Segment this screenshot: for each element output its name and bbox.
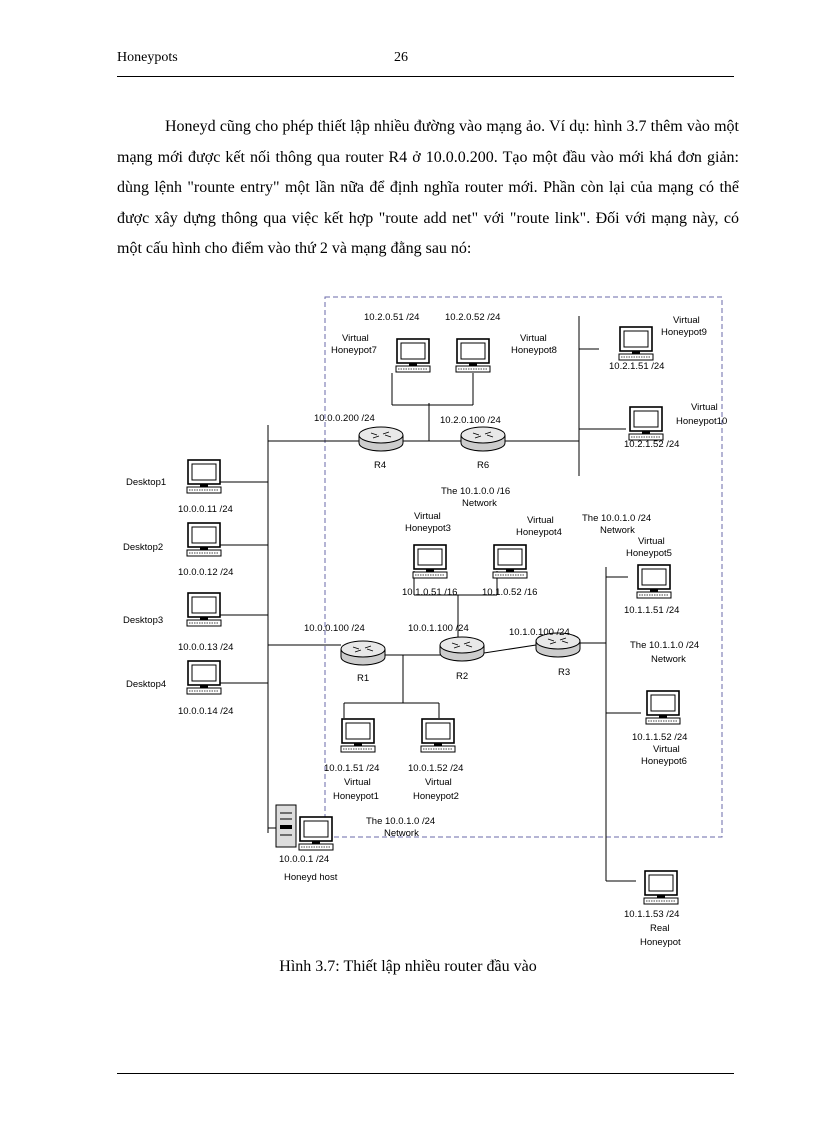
honeypot-ip-label: 10.1.1.53 /24 (624, 909, 679, 920)
router-name-label: R2 (456, 671, 468, 682)
network-label: Network (384, 828, 419, 839)
figure-caption: Hình 3.7: Thiết lập nhiều router đầu vào (279, 958, 537, 975)
computer-icon (186, 660, 222, 695)
network-label: The 10.1.1.0 /24 (630, 640, 699, 651)
computer-icon (340, 718, 376, 753)
desktop-ip-label: 10.0.0.11 /24 (178, 504, 233, 515)
router-name-label: R1 (357, 673, 369, 684)
network-diagram: 10.0.0.200 /24 R4 10.2.0.100 /24 R6 10.0… (116, 293, 740, 948)
honeypot-name-label: Virtual (527, 515, 554, 526)
page-number: 26 (394, 50, 408, 65)
honeypot-name-label: Virtual (653, 744, 680, 755)
honeypot-name-label: Honeypot8 (511, 345, 557, 356)
network-label: The 10.1.0.0 /16 (441, 486, 510, 497)
computer-icon (636, 564, 672, 599)
network-label: The 10.0.1.0 /24 (582, 513, 651, 524)
network-label: The 10.0.1.0 /24 (366, 816, 435, 827)
honeypot-name-label: Virtual (691, 402, 718, 413)
honeypot-name-label: Honeypot4 (516, 527, 562, 538)
honeypot-ip-label: 10.1.0.52 /16 (482, 587, 537, 598)
computer-icon (618, 326, 654, 361)
header-title: Honeypots (117, 50, 178, 65)
network-label: Network (462, 498, 497, 509)
router-r4-icon (358, 426, 404, 452)
desktop-ip-label: 10.0.0.13 /24 (178, 642, 233, 653)
honeypot-name-label: Honeypot7 (331, 345, 377, 356)
router-r2-icon (439, 636, 485, 662)
honeypot-name-label: Honeypot2 (413, 791, 459, 802)
network-label: Network (600, 525, 635, 536)
honeypot-ip-label: 10.2.0.52 /24 (445, 312, 500, 323)
honeypot-name-label: Honeypot (640, 937, 681, 948)
computer-icon (420, 718, 456, 753)
honeypot-name-label: Honeypot6 (641, 756, 687, 767)
honeypot-ip-label: 10.2.1.51 /24 (609, 361, 664, 372)
honeypot-ip-label: 10.0.1.51 /24 (324, 763, 379, 774)
desktop-ip-label: 10.0.0.14 /24 (178, 706, 233, 717)
honeypot-name-label: Virtual (520, 333, 547, 344)
computer-icon (186, 522, 222, 557)
honeypot-ip-label: 10.2.0.51 /24 (364, 312, 419, 323)
router-ip-label: 10.0.0.100 /24 (304, 623, 365, 634)
body-paragraph: Honeyd cũng cho phép thiết lập nhiều đườ… (117, 118, 739, 257)
host-name-label: Honeyd host (284, 872, 338, 883)
router-name-label: R4 (374, 460, 386, 471)
honeypot-name-label: Real (650, 923, 670, 934)
footer-rule (117, 1073, 734, 1074)
desktop-name-label: Desktop1 (126, 477, 166, 488)
computer-icon (186, 459, 222, 494)
honeypot-ip-label: 10.1.0.51 /16 (402, 587, 457, 598)
honeypot-ip-label: 10.1.1.51 /24 (624, 605, 679, 616)
honeypot-name-label: Virtual (638, 536, 665, 547)
desktop-name-label: Desktop2 (123, 542, 163, 553)
computer-icon (643, 870, 679, 905)
router-name-label: R6 (477, 460, 489, 471)
honeypot-name-label: Virtual (344, 777, 371, 788)
honeypot-name-label: Honeypot1 (333, 791, 379, 802)
honeypot-name-label: Virtual (673, 315, 700, 326)
honeypot-name-label: Honeypot10 (676, 416, 727, 427)
router-r6-icon (460, 426, 506, 452)
honeypot-name-label: Honeypot9 (661, 327, 707, 338)
server-icon (275, 804, 297, 848)
desktop-name-label: Desktop3 (123, 615, 163, 626)
computer-icon (395, 338, 431, 373)
page-header: Honeypots 26 (117, 48, 734, 77)
honeyd-boundary (324, 296, 723, 838)
router-ip-label: 10.0.0.200 /24 (314, 413, 375, 424)
router-r1-icon (340, 640, 386, 666)
computer-icon (455, 338, 491, 373)
router-ip-label: 10.2.0.100 /24 (440, 415, 501, 426)
honeypot-name-label: Virtual (414, 511, 441, 522)
desktop-name-label: Desktop4 (126, 679, 166, 690)
router-ip-label: 10.0.1.100 /24 (408, 623, 469, 634)
desktop-ip-label: 10.0.0.12 /24 (178, 567, 233, 578)
honeypot-ip-label: 10.1.1.52 /24 (632, 732, 687, 743)
host-ip-label: 10.0.0.1 /24 (279, 854, 329, 865)
honeypot-name-label: Virtual (425, 777, 452, 788)
honeypot-name-label: Virtual (342, 333, 369, 344)
honeypot-name-label: Honeypot3 (405, 523, 451, 534)
honeypot-ip-label: 10.2.1.52 /24 (624, 439, 679, 450)
computer-icon (628, 406, 664, 441)
honeypot-name-label: Honeypot5 (626, 548, 672, 559)
computer-icon (298, 816, 334, 851)
computer-icon (492, 544, 528, 579)
router-ip-label: 10.1.0.100 /24 (509, 627, 570, 638)
router-name-label: R3 (558, 667, 570, 678)
computer-icon (645, 690, 681, 725)
honeypot-ip-label: 10.0.1.52 /24 (408, 763, 463, 774)
computer-icon (186, 592, 222, 627)
network-label: Network (651, 654, 686, 665)
computer-icon (412, 544, 448, 579)
